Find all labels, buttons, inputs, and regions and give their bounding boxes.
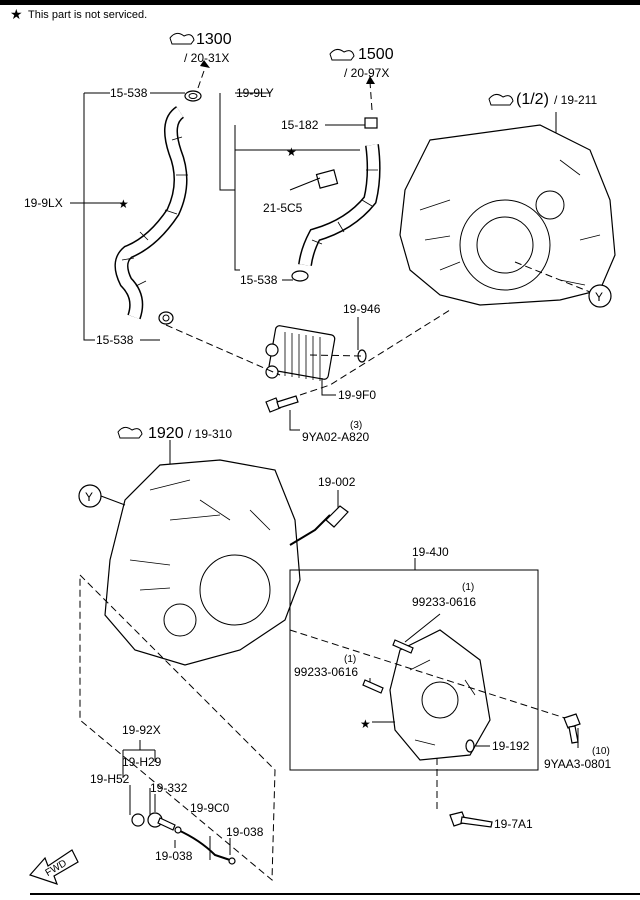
label-15-538-top: 15-538	[110, 86, 148, 100]
clip-15-182[interactable]	[364, 117, 378, 129]
clip-21-5C5[interactable]	[315, 169, 339, 189]
tube-19-9C0[interactable]	[177, 829, 231, 861]
seal-19-038-a[interactable]	[174, 826, 182, 834]
label-19-002: 19-002	[318, 475, 356, 489]
book-icon	[488, 93, 514, 106]
book-icon	[169, 32, 195, 45]
pin-99233-b[interactable]	[362, 679, 384, 694]
callout-y-bottom[interactable]: Y	[78, 484, 102, 508]
svg-text:FWD: FWD	[44, 858, 69, 879]
side-cover[interactable]	[389, 629, 491, 761]
label-19-7A1: 19-7A1	[494, 817, 533, 831]
ref-1920[interactable]: 1920 / 19-310	[117, 425, 232, 442]
not-serviced-note: This part is not serviced.	[28, 9, 148, 21]
svg-text:(1/2): (1/2)	[516, 91, 549, 108]
svg-text:Y: Y	[85, 490, 93, 504]
label-19-038-right: 19-038	[226, 825, 264, 839]
label-19-332: 19-332	[150, 781, 188, 795]
star-icon-2: ★	[286, 145, 297, 159]
label-9YA02-A820: 9YA02-A820	[302, 430, 369, 444]
svg-text:1920: 1920	[148, 425, 184, 442]
bolt-9YAA3[interactable]	[563, 713, 581, 744]
svg-text:/ 19-310: / 19-310	[188, 427, 232, 441]
bolt-19-7A1[interactable]	[449, 811, 493, 828]
o-ring-19-H52[interactable]	[131, 813, 145, 827]
label-21-5C5: 21-5C5	[263, 201, 303, 215]
transmission-case-lower	[104, 459, 301, 666]
svg-text:/ 20-31X: / 20-31X	[184, 51, 229, 65]
callout-y-top[interactable]: Y	[588, 284, 612, 308]
label-19-9LX: 19-9LX	[24, 196, 63, 210]
label-99233-a: 99233-0616	[412, 595, 476, 609]
cover-assembly-box	[289, 569, 539, 771]
svg-text:/ 19-211: / 19-211	[554, 93, 597, 107]
top-rule	[0, 0, 640, 5]
ref-1300[interactable]: 1300 / 20-31X	[169, 31, 232, 65]
star-icon: ★	[118, 197, 129, 211]
sensor-parts	[131, 812, 236, 865]
label-19-92X: 19-92X	[122, 723, 161, 737]
qty-99233-b: (1)	[344, 654, 356, 665]
label-15-182: 15-182	[281, 118, 319, 132]
label-15-538-mid: 15-538	[240, 273, 278, 287]
label-9YAA3-0801: 9YAA3-0801	[544, 757, 611, 771]
hose-19-9LY	[298, 144, 381, 267]
label-19-4J0: 19-4J0	[412, 545, 449, 559]
bolt-9YA02[interactable]	[265, 395, 299, 413]
svg-text:/ 20-97X: / 20-97X	[344, 66, 389, 80]
ref-1-2[interactable]: (1/2) / 19-211	[488, 91, 597, 108]
pin-99233-a[interactable]	[392, 639, 414, 654]
hose-19-9LX	[114, 106, 188, 320]
label-19-946: 19-946	[343, 302, 381, 316]
sensor-group-region	[79, 573, 276, 882]
transmission-case-upper	[399, 124, 616, 306]
svg-text:Y: Y	[595, 290, 603, 304]
qty-9YA02: (3)	[350, 420, 362, 431]
oil-cooler[interactable]	[265, 325, 336, 381]
star-icon-3: ★	[360, 717, 371, 731]
seal-19-038-b[interactable]	[228, 857, 236, 865]
label-19-H52: 19-H52	[90, 772, 130, 786]
label-99233-b: 99233-0616	[294, 665, 358, 679]
book-icon	[329, 48, 355, 61]
book-icon	[117, 426, 143, 439]
label-19-9C0: 19-9C0	[190, 801, 230, 815]
label-15-538-bot: 15-538	[96, 333, 134, 347]
qty-99233-a: (1)	[462, 582, 474, 593]
svg-text:1500: 1500	[358, 46, 394, 63]
label-19-H29: 19-H29	[122, 755, 162, 769]
label-19-9F0: 19-9F0	[338, 388, 376, 402]
harness-19-002[interactable]	[289, 505, 349, 546]
qty-9YAA3: (10)	[592, 746, 610, 757]
label-19-038-left: 19-038	[155, 849, 193, 863]
label-19-9LY: 19-9LY	[236, 86, 274, 100]
plug-19-192[interactable]	[465, 739, 475, 753]
fitting-19-332[interactable]	[157, 817, 176, 831]
ref-1500[interactable]: 1500 / 20-97X	[329, 46, 394, 80]
svg-text:1300: 1300	[196, 31, 232, 48]
clamp-top[interactable]	[184, 90, 202, 102]
forward-arrow-icon: FWD	[28, 849, 79, 885]
clamp-bottom[interactable]	[158, 311, 174, 325]
bottom-rule	[30, 893, 640, 895]
clamp-mid[interactable]	[291, 270, 309, 282]
label-19-192: 19-192	[492, 739, 530, 753]
note-star-icon: ★	[10, 6, 23, 22]
